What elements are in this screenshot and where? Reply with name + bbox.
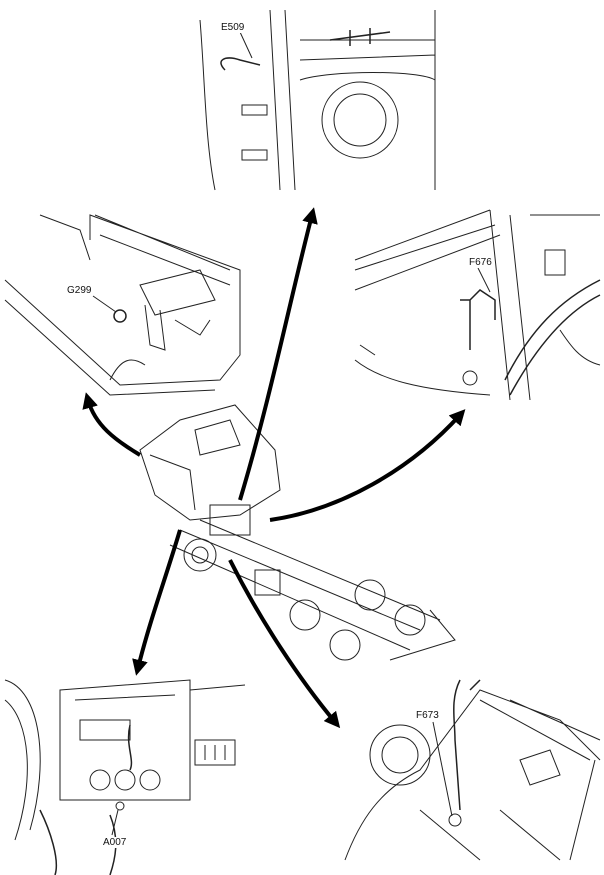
detail-view-top [199,9,436,191]
pointer-arrows [82,207,466,729]
callout-label-F673: F673 [415,710,440,721]
arrow-to-upper-left-view [82,392,142,457]
leader-G299 [92,295,117,313]
truck-chassis-drawing [139,404,456,661]
arrow-to-lower-right-view [228,559,341,729]
detail-view-lower-left [4,679,246,875]
arrow-to-right-view [269,409,466,522]
detail-view-lower-right [344,679,601,861]
callout-label-A007: A007 [102,837,128,848]
callout-label-G299: G299 [66,285,93,296]
callout-label-E509: E509 [220,22,246,33]
detail-view-right [354,209,601,401]
leader-F676 [477,267,491,293]
leader-F673 [432,721,453,817]
leader-E509 [239,31,253,59]
arrow-to-lower-left-view [132,529,182,676]
detail-view-upper-left [4,214,241,396]
arrow-to-top-view [238,207,318,501]
leader-A007 [111,809,119,836]
callout-label-F676: F676 [468,257,493,268]
